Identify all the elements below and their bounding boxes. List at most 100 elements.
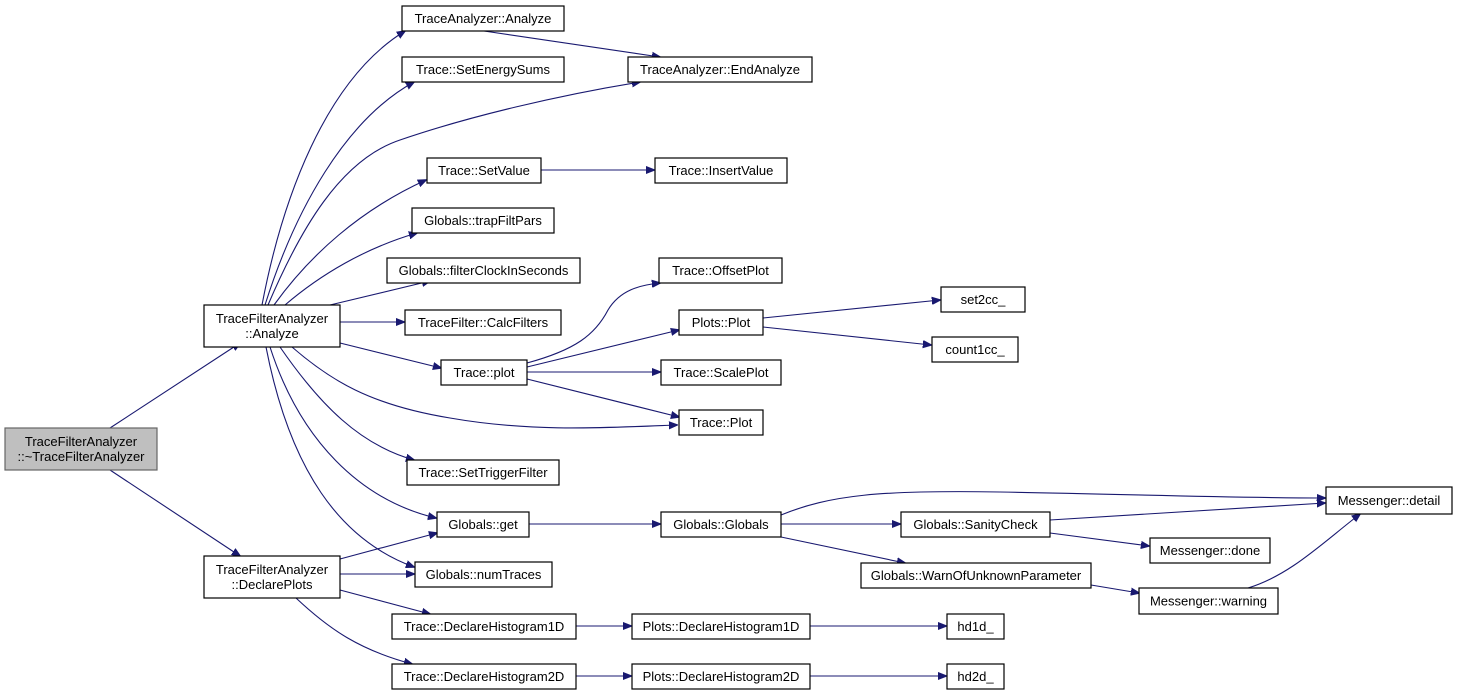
node-warn_unknown[interactable]: Globals::WarnOfUnknownParameter xyxy=(860,562,1092,589)
node-hd2d[interactable]: hd2d_ xyxy=(946,663,1005,690)
node-label: TraceFilterAnalyzer xyxy=(25,434,138,449)
node-box xyxy=(631,613,811,640)
node-num_traces[interactable]: Globals::numTraces xyxy=(414,561,553,588)
edge-trace_plot_lower-to-offset_plot xyxy=(526,283,660,364)
node-set_energy_sums[interactable]: Trace::SetEnergySums xyxy=(401,56,565,83)
node-box xyxy=(426,157,542,184)
node-root[interactable]: TraceFilterAnalyzer::~TraceFilterAnalyze… xyxy=(4,427,158,471)
node-label: Globals::Globals xyxy=(673,517,769,532)
node-count1cc[interactable]: count1cc_ xyxy=(931,336,1019,363)
edge-trace_plot_lower-to-trace_plot_upper xyxy=(526,378,679,417)
edge-tfa_declareplots-to-trace_hist1d xyxy=(339,589,430,614)
node-plots_plot[interactable]: Plots::Plot xyxy=(678,309,764,336)
node-box xyxy=(860,562,1092,589)
node-tfa_analyze[interactable]: TraceFilterAnalyzer::Analyze xyxy=(203,304,341,348)
node-tfa_declareplots[interactable]: TraceFilterAnalyzer::DeclarePlots xyxy=(203,555,341,599)
node-trace_hist1d[interactable]: Trace::DeclareHistogram1D xyxy=(391,613,577,640)
edge-messenger_warning-to-messenger_detail xyxy=(1247,514,1360,589)
node-trace_hist2d[interactable]: Trace::DeclareHistogram2D xyxy=(391,663,577,690)
node-box xyxy=(203,304,341,348)
node-label: TraceAnalyzer::EndAnalyze xyxy=(640,62,800,77)
node-box xyxy=(4,427,158,471)
edge-tfa_analyze-to-num_traces xyxy=(265,346,414,567)
edge-root-to-tfa_analyze xyxy=(109,343,240,429)
node-box xyxy=(946,613,1005,640)
node-trap_filt_pars[interactable]: Globals::trapFiltPars xyxy=(411,207,555,234)
node-messenger_warning[interactable]: Messenger::warning xyxy=(1138,587,1279,615)
node-box xyxy=(401,56,565,83)
node-set_value[interactable]: Trace::SetValue xyxy=(426,157,542,184)
node-label: Globals::filterClockInSeconds xyxy=(399,263,569,278)
node-globals_get[interactable]: Globals::get xyxy=(436,511,530,538)
node-offset_plot[interactable]: Trace::OffsetPlot xyxy=(658,257,783,284)
node-label: Trace::SetEnergySums xyxy=(416,62,550,77)
edge-tfa_analyze-to-trace_plot_lower xyxy=(339,342,441,368)
node-label: Globals::SanityCheck xyxy=(913,517,1038,532)
edge-tfa_analyze-to-ta_endanalyze xyxy=(267,82,640,306)
edges-layer xyxy=(109,30,1360,676)
node-box xyxy=(660,511,782,538)
edge-tfa_analyze-to-set_value xyxy=(273,180,426,306)
node-box xyxy=(660,359,782,386)
node-box xyxy=(391,613,577,640)
node-trace_plot_upper[interactable]: Trace::Plot xyxy=(678,409,764,436)
node-ta_analyze[interactable]: TraceAnalyzer::Analyze xyxy=(401,5,565,32)
node-label: ::~TraceFilterAnalyzer xyxy=(17,449,145,464)
node-filter_clock[interactable]: Globals::filterClockInSeconds xyxy=(386,257,581,284)
edge-trace_plot_lower-to-plots_plot xyxy=(526,330,679,368)
edge-tfa_analyze-to-trace_plot_upper xyxy=(291,346,677,428)
node-label: Trace::DeclareHistogram2D xyxy=(404,669,565,684)
node-ta_endanalyze[interactable]: TraceAnalyzer::EndAnalyze xyxy=(627,56,813,83)
node-box xyxy=(627,56,813,83)
node-box xyxy=(406,459,560,486)
node-label: Messenger::warning xyxy=(1150,594,1267,609)
node-label: count1cc_ xyxy=(945,342,1005,357)
node-label: Trace::plot xyxy=(454,365,515,380)
node-box xyxy=(658,257,783,284)
edge-sanity_check-to-messenger_done xyxy=(1049,532,1149,546)
node-label: Globals::get xyxy=(448,517,518,532)
node-box xyxy=(401,5,565,32)
node-box xyxy=(391,663,577,690)
node-label: Trace::OffsetPlot xyxy=(672,263,769,278)
node-label: Messenger::done xyxy=(1160,543,1260,558)
node-trace_plot_lower[interactable]: Trace::plot xyxy=(440,359,528,386)
node-label: TraceFilter::CalcFilters xyxy=(418,315,549,330)
node-box xyxy=(440,359,528,386)
node-label: set2cc_ xyxy=(961,292,1007,307)
edge-tfa_declareplots-to-globals_get xyxy=(339,533,437,560)
edge-globals_globals-to-warn_unknown xyxy=(780,536,905,563)
node-scale_plot[interactable]: Trace::ScalePlot xyxy=(660,359,782,386)
node-plots_hist1d[interactable]: Plots::DeclareHistogram1D xyxy=(631,613,811,640)
edge-sanity_check-to-messenger_detail xyxy=(1049,503,1325,521)
node-box xyxy=(414,561,553,588)
node-box xyxy=(946,663,1005,690)
node-plots_hist2d[interactable]: Plots::DeclareHistogram2D xyxy=(631,663,811,690)
node-set2cc[interactable]: set2cc_ xyxy=(940,286,1026,313)
node-sanity_check[interactable]: Globals::SanityCheck xyxy=(900,511,1051,538)
node-label: Globals::trapFiltPars xyxy=(424,213,542,228)
edge-tfa_analyze-to-set_energy_sums xyxy=(264,82,414,306)
node-label: TraceAnalyzer::Analyze xyxy=(415,11,552,26)
node-label: ::Analyze xyxy=(245,326,298,341)
node-calc_filters[interactable]: TraceFilter::CalcFilters xyxy=(404,309,562,336)
node-box xyxy=(386,257,581,284)
node-label: TraceFilterAnalyzer xyxy=(216,311,329,326)
edge-ta_analyze-to-ta_endanalyze xyxy=(483,30,660,57)
node-messenger_done[interactable]: Messenger::done xyxy=(1149,537,1271,564)
node-hd1d[interactable]: hd1d_ xyxy=(946,613,1005,640)
node-label: hd2d_ xyxy=(957,669,994,684)
node-label: Messenger::detail xyxy=(1338,493,1441,508)
node-box xyxy=(678,409,764,436)
node-set_trigger_filter[interactable]: Trace::SetTriggerFilter xyxy=(406,459,560,486)
node-box xyxy=(931,336,1019,363)
edge-tfa_analyze-to-ta_analyze xyxy=(261,31,405,306)
node-box xyxy=(1325,486,1453,515)
node-insert_value[interactable]: Trace::InsertValue xyxy=(654,157,788,184)
edge-plots_plot-to-count1cc xyxy=(762,326,931,345)
node-messenger_detail[interactable]: Messenger::detail xyxy=(1325,486,1453,515)
node-label: Trace::InsertValue xyxy=(669,163,774,178)
node-globals_globals[interactable]: Globals::Globals xyxy=(660,511,782,538)
node-label: Trace::SetTriggerFilter xyxy=(418,465,548,480)
